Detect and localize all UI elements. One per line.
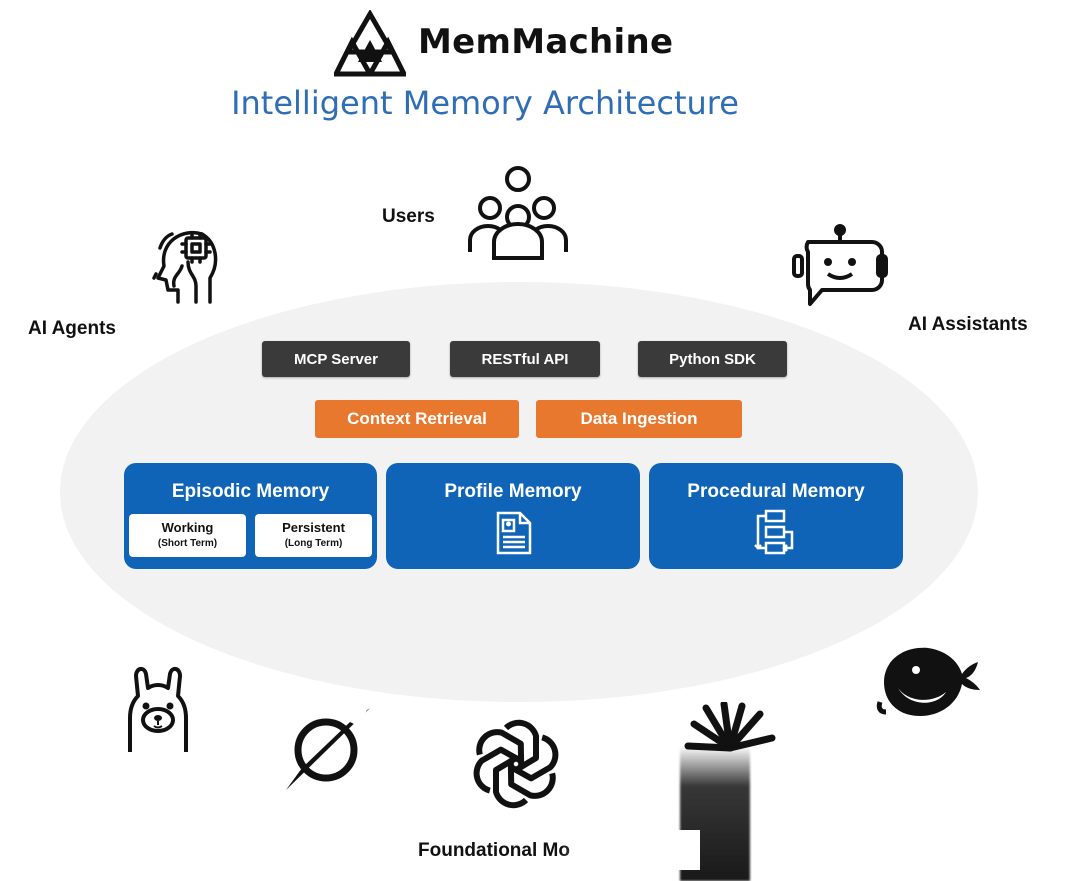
deepseek-whale-icon	[876, 647, 980, 716]
llama-icon	[128, 667, 188, 752]
working-memory-box[interactable]: Working (Short Term)	[129, 514, 246, 557]
page-subtitle: Intelligent Memory Architecture	[231, 84, 739, 122]
working-label: Working	[161, 520, 214, 535]
episodic-memory-box[interactable]: Episodic Memory Working (Short Term) Per…	[124, 463, 377, 569]
mcp-server-button[interactable]: MCP Server	[262, 341, 410, 377]
robot-chat-icon	[792, 224, 888, 306]
persistent-note: (Long Term)	[284, 538, 343, 549]
openai-icon	[473, 719, 559, 809]
procedural-memory-title: Procedural Memory	[687, 481, 865, 502]
ai-assistants-label: AI Assistants	[908, 314, 1028, 335]
flowchart-icon	[754, 509, 794, 555]
persistent-label: Persistent	[282, 520, 345, 535]
profile-memory-box[interactable]: Profile Memory	[386, 463, 640, 569]
footer-fade	[560, 830, 700, 870]
profile-memory-title: Profile Memory	[444, 481, 582, 502]
brand-name: MemMachine	[418, 22, 674, 62]
episodic-memory-title: Episodic Memory	[171, 481, 330, 502]
python-sdk-button[interactable]: Python SDK	[638, 341, 787, 377]
persistent-memory-box[interactable]: Persistent (Long Term)	[255, 514, 372, 557]
users-label: Users	[382, 206, 435, 227]
working-note: (Short Term)	[157, 538, 218, 549]
perplexity-icon	[286, 708, 370, 790]
triangles-logo-icon	[334, 10, 406, 77]
ai-head-icon	[152, 230, 218, 304]
procedural-memory-box[interactable]: Procedural Memory	[649, 463, 903, 569]
ai-agents-label: AI Agents	[28, 318, 116, 339]
context-retrieval-button[interactable]: Context Retrieval	[315, 400, 519, 438]
document-icon	[496, 511, 532, 555]
foundational-models-label: Foundational Mo	[418, 840, 570, 861]
data-ingestion-button[interactable]: Data Ingestion	[536, 400, 742, 438]
users-group-icon	[468, 166, 568, 260]
restful-api-button[interactable]: RESTful API	[450, 341, 600, 377]
